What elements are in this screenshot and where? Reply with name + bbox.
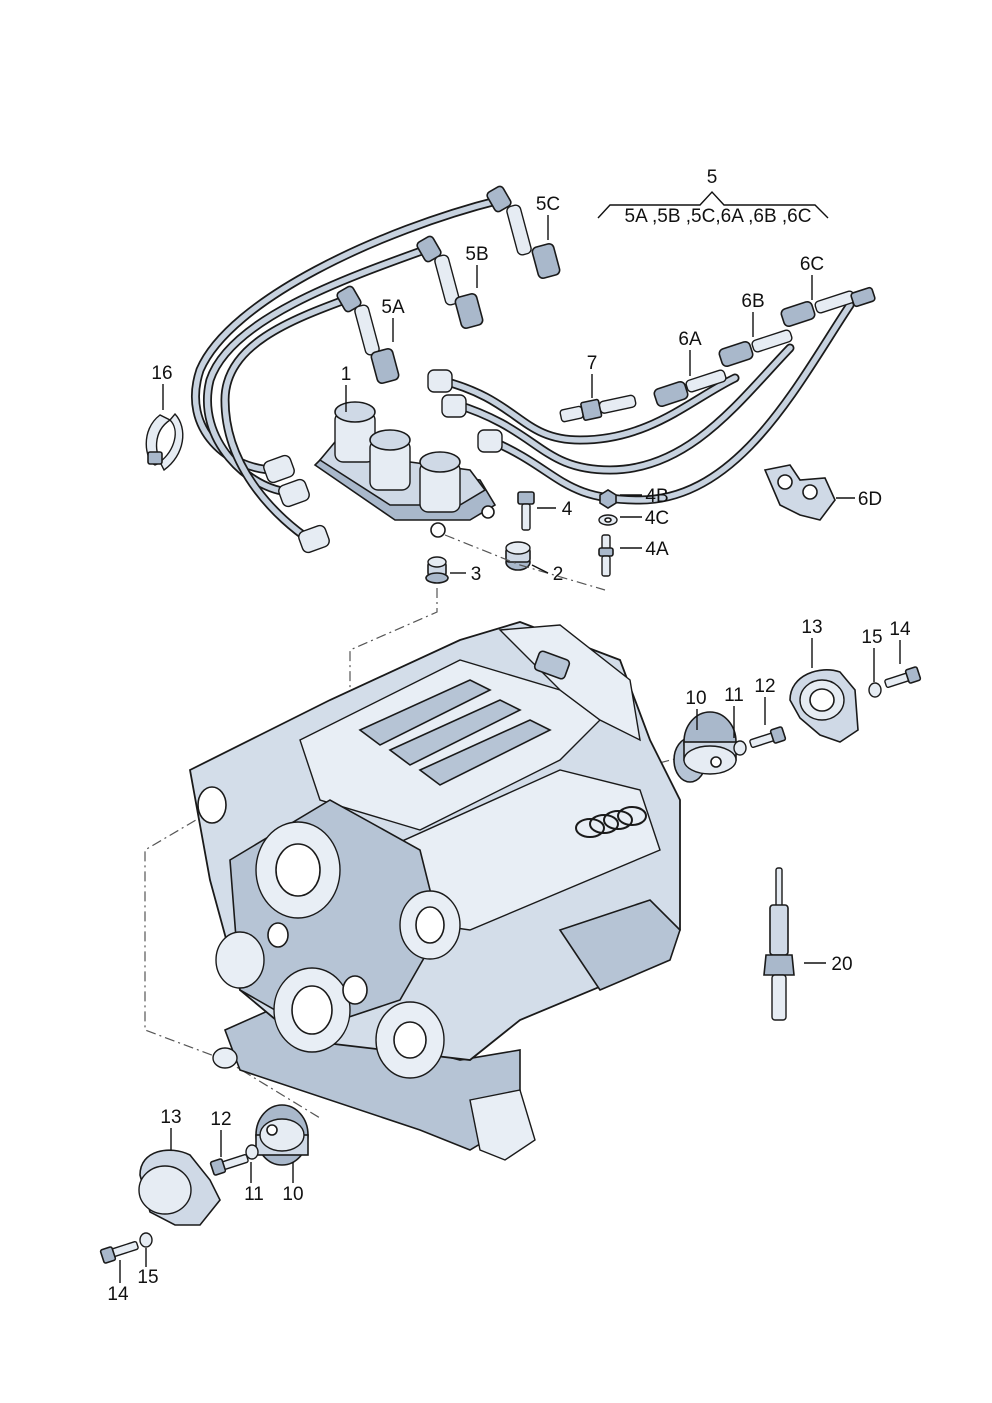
plug-connector-5a — [336, 285, 400, 384]
plug-connector-6c — [780, 286, 876, 328]
callout-6c: 6C — [800, 254, 824, 275]
screw-right — [884, 666, 922, 689]
stud — [598, 534, 614, 577]
callout-6a: 6A — [678, 329, 702, 350]
plug-connector-6a — [653, 369, 727, 408]
callout-5a: 5A — [381, 297, 405, 318]
callout-4b: 4B — [645, 486, 668, 507]
plug-connector-5c — [486, 185, 561, 279]
leader-lines — [119, 190, 901, 1283]
callout-right-14: 14 — [889, 619, 911, 640]
callout-20: 20 — [831, 954, 852, 975]
callout-5-group: 5A ,5B ,5C,6A ,6B ,6C — [625, 206, 812, 227]
ignition-cable-set — [191, 185, 876, 554]
callout-1: 1 — [341, 364, 352, 385]
callout-2: 2 — [553, 564, 564, 585]
screw-left — [99, 1240, 139, 1264]
callout-right-15: 15 — [861, 627, 882, 648]
grommet — [505, 541, 531, 571]
callout-5: 5 — [707, 167, 718, 188]
callout-4c: 4C — [645, 508, 669, 529]
cover-cap-right — [683, 711, 737, 775]
cable-holder — [763, 464, 836, 521]
ignition-coil — [313, 401, 497, 538]
callout-3: 3 — [471, 564, 482, 585]
callout-7: 7 — [587, 353, 598, 374]
callout-5c: 5C — [536, 194, 560, 215]
callout-4: 4 — [562, 499, 573, 520]
cover-cap-left — [255, 1104, 309, 1166]
bolt-left — [209, 1153, 249, 1176]
callout-right-11: 11 — [724, 685, 744, 706]
callout-labels: 5 5A ,5B ,5C,6A ,6B ,6C 5C 5B 5A 6C 6B 6… — [107, 167, 911, 1305]
sensor-housing-right — [789, 669, 859, 743]
bolt-right — [749, 726, 787, 749]
engine-block — [188, 621, 707, 1161]
washer-left — [139, 1232, 153, 1248]
glow-plug — [763, 867, 795, 1021]
callout-right-13: 13 — [801, 617, 822, 638]
bolt — [517, 491, 535, 531]
callout-left-12: 12 — [210, 1109, 231, 1130]
nut — [599, 489, 617, 509]
callout-left-14: 14 — [107, 1284, 129, 1305]
callout-left-15: 15 — [137, 1267, 158, 1288]
plug-connector-5b — [416, 235, 484, 329]
seal-ring-left — [245, 1144, 259, 1160]
callout-5b: 5B — [465, 244, 488, 265]
callout-6b: 6B — [741, 291, 764, 312]
callout-right-12: 12 — [754, 676, 775, 697]
plug-connector-6b — [718, 329, 793, 368]
cable-tie — [145, 412, 184, 472]
four-rings-logo — [575, 806, 647, 838]
callout-left-13: 13 — [160, 1107, 181, 1128]
callout-right-10: 10 — [685, 688, 706, 709]
callout-16: 16 — [151, 363, 172, 384]
seal-ring-right — [733, 740, 747, 756]
callout-left-10: 10 — [282, 1184, 303, 1205]
sensor-housing-left — [138, 1149, 221, 1226]
washer-right — [868, 682, 882, 698]
sleeve — [425, 556, 449, 584]
spark-plug — [559, 394, 637, 423]
callout-left-11: 11 — [244, 1184, 264, 1205]
callout-4a: 4A — [645, 539, 669, 560]
callout-6d: 6D — [858, 489, 882, 510]
washer — [598, 514, 618, 526]
